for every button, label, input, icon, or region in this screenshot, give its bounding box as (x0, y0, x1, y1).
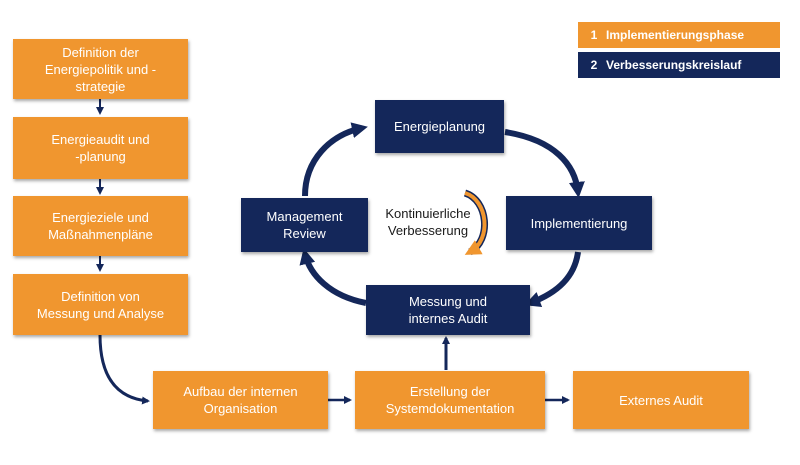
legend-label: Implementierungsphase (606, 28, 745, 42)
box-external-audit: Externes Audit (573, 371, 749, 429)
box-energy-audit: Energieaudit und -planung (13, 117, 188, 179)
continuous-improvement-label: Kontinuierliche Verbesserung (385, 206, 471, 238)
box-energy-planning: Energieplanung (375, 100, 504, 153)
box-measurement-audit-label: Messung und internes Audit (408, 294, 488, 326)
box-system-documentation-label: Erstellung der Systemdokumentation (385, 384, 515, 416)
box-management-review: Management Review (241, 198, 368, 252)
legend-number: 2 (590, 58, 598, 72)
cycle-arc-implementation-to-measurement (524, 251, 581, 308)
legend-number: 1 (590, 28, 598, 42)
box-internal-organisation: Aufbau der internen Organisation (153, 371, 328, 429)
box-energy-goals-label: Energieziele und Maßnahmenpläne (48, 210, 153, 242)
box-energy-goals: Energieziele und Maßnahmenpläne (13, 196, 188, 256)
cycle-arc-planning-to-implementation (504, 129, 585, 198)
legend-item-implementation-phase: 1 Implementierungsphase (578, 22, 780, 48)
cycle-arc-measurement-to-review (299, 248, 367, 306)
box-measurement-definition-label: Definition von Messung und Analyse (36, 288, 165, 321)
box-energy-policy: Definition der Energiepolitik und - stra… (13, 39, 188, 99)
legend-item-improvement-cycle: 2 Verbesserungskreislauf (578, 52, 780, 78)
box-energy-audit-label: Energieaudit und -planung (51, 132, 150, 164)
box-measurement-audit: Messung und internes Audit (366, 285, 530, 335)
legend-label: Verbesserungskreislauf (606, 58, 742, 72)
box-implementation-label: Implementierung (530, 215, 628, 231)
box-implementation: Implementierung (506, 196, 652, 250)
arrow-measurement-to-organisation (98, 334, 150, 405)
box-energy-policy-label: Definition der Energiepolitik und - stra… (44, 44, 157, 94)
cycle-arc-review-to-planning (302, 122, 368, 197)
box-external-audit-label: Externes Audit (619, 392, 703, 408)
box-system-documentation: Erstellung der Systemdokumentation (355, 371, 545, 429)
box-measurement-definition: Definition von Messung und Analyse (13, 274, 188, 335)
box-management-review-label: Management Review (266, 209, 343, 241)
box-energy-planning-label: Energieplanung (393, 119, 486, 134)
box-internal-organisation-label: Aufbau der internen Organisation (183, 384, 298, 416)
